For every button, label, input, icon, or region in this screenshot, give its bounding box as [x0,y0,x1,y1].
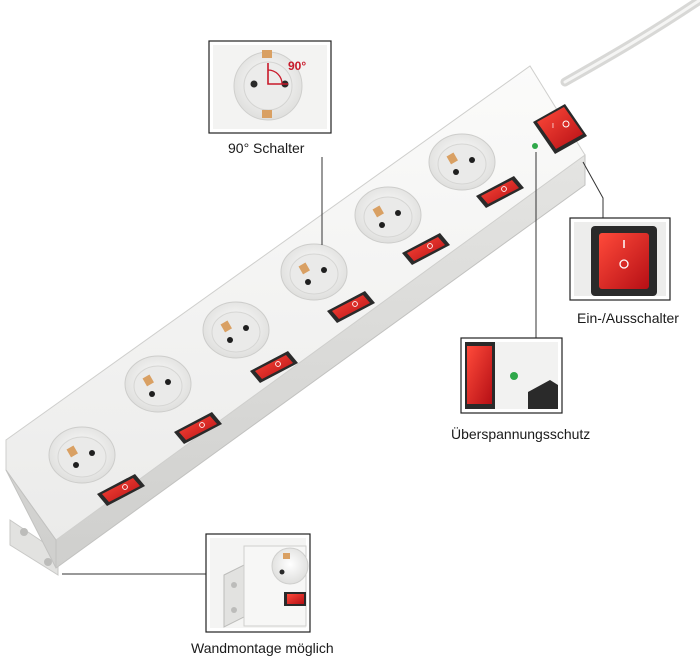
caption-wall-mount: Wandmontage möglich [191,640,334,656]
outlet-socket[interactable] [354,186,422,244]
svg-text:I: I [552,123,554,130]
outlet-switch[interactable] [327,291,375,323]
caption-surge-protection: Überspannungsschutz [451,426,591,442]
inset-surge-protection [460,337,563,414]
outlet-switch[interactable] [97,474,145,506]
inset-main-switch [569,217,671,301]
outlet-switch[interactable] [476,176,524,208]
caption-main-switch: Ein-/Ausschalter [577,310,679,326]
outlet-socket[interactable] [428,133,496,191]
inset-wall-mount [205,533,311,633]
outlet-switch[interactable] [250,351,298,383]
inset-90-degree-socket: 90° [208,40,332,134]
callout-line-main-switch [582,161,604,220]
outlet-socket[interactable] [280,243,348,301]
outlet-switch[interactable] [174,412,222,444]
inset-angle-label: 90° [288,59,306,73]
caption-90-degree-switch: 90° Schalter [228,140,305,156]
outlet-socket[interactable] [48,426,116,484]
outlet-socket[interactable] [202,301,270,359]
outlet-switch[interactable] [402,233,450,265]
master-switch[interactable]: I [533,104,587,154]
outlet-socket[interactable] [124,355,192,413]
surge-indicator-led [532,143,538,149]
